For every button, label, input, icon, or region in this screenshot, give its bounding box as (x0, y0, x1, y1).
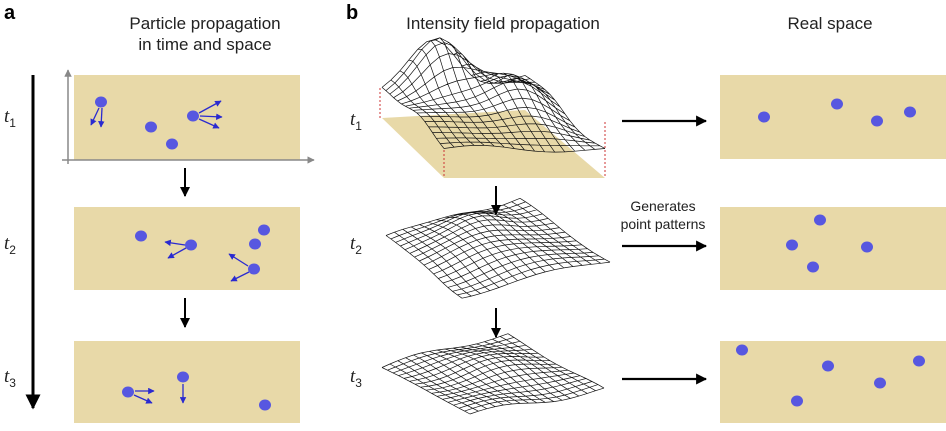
time-symbol: t (4, 366, 10, 387)
particle (135, 230, 147, 242)
point (831, 98, 843, 110)
mesh-lines (381, 333, 605, 415)
panel-a-heading-line1: Particle propagation (129, 14, 281, 33)
intensity-base-plane (382, 110, 605, 178)
generates-label-line1: Generates (630, 198, 696, 214)
time-symbol: t (350, 109, 356, 130)
particle (259, 399, 271, 411)
time-label-b-2: t2 (350, 233, 362, 257)
intensity-surface-t2 (385, 197, 611, 299)
intensity-surface-t1 (381, 37, 606, 153)
time-subscript: 1 (9, 115, 16, 130)
velocity-arrows-t1 (90, 100, 223, 129)
point (822, 360, 834, 372)
point (871, 115, 883, 127)
generates-label-line2: point patterns (620, 216, 706, 232)
time-symbol: t (4, 106, 10, 127)
velocity-arrow (98, 107, 105, 128)
point (861, 241, 873, 253)
panel-a-letter: a (4, 2, 16, 24)
particle (185, 239, 197, 251)
velocity-arrow (198, 100, 222, 114)
particle-box-t3 (74, 341, 300, 423)
particle (177, 371, 189, 383)
point (807, 261, 819, 273)
particles-t1 (95, 96, 199, 150)
point (913, 355, 925, 367)
intensity-heading: Intensity field propagation (406, 14, 600, 33)
point (736, 344, 748, 356)
particle (187, 110, 199, 122)
point (791, 395, 803, 407)
time-label-a-2: t2 (4, 233, 16, 257)
point (786, 239, 798, 251)
particles-t3 (122, 371, 271, 411)
particle (248, 263, 260, 275)
particles-t2 (135, 224, 270, 275)
intensity-surface-t3 (381, 333, 605, 415)
time-label-b-1: t1 (350, 109, 362, 133)
time-subscript: 3 (355, 375, 362, 390)
time-label-a-3: t3 (4, 366, 16, 390)
velocity-arrow (90, 107, 100, 126)
points-t3 (736, 344, 925, 407)
real-space-heading: Real space (787, 14, 873, 33)
particle-box-t1 (74, 75, 300, 160)
time-label-b-3: t3 (350, 366, 362, 390)
points-t2 (786, 214, 873, 273)
point (874, 377, 886, 389)
particle (95, 96, 107, 108)
mesh-lines (381, 37, 606, 153)
point (758, 111, 770, 123)
time-subscript: 2 (9, 242, 16, 257)
particle (258, 224, 270, 236)
velocity-arrow (167, 247, 187, 259)
velocity-arrow (133, 394, 153, 404)
point (904, 106, 916, 118)
mesh-lines (385, 197, 611, 299)
panel-a-heading-line2: in time and space (138, 35, 272, 54)
velocity-arrow (199, 113, 223, 120)
time-label-a-1: t1 (4, 106, 16, 130)
time-symbol: t (4, 233, 10, 254)
panel-b-letter: b (346, 2, 359, 24)
points-t1 (758, 98, 916, 127)
velocity-arrow (164, 239, 186, 247)
velocity-arrows-t2 (164, 239, 250, 282)
real-space-box-t2 (720, 207, 946, 290)
velocity-arrow (198, 118, 220, 129)
particle (249, 238, 261, 250)
particle (166, 138, 178, 150)
time-symbol: t (350, 233, 356, 254)
time-subscript: 2 (355, 242, 362, 257)
panel-a-heading: Particle propagation in time and space (80, 13, 330, 55)
particle (145, 121, 157, 133)
time-symbol: t (350, 366, 356, 387)
velocity-arrow (228, 253, 249, 267)
time-subscript: 1 (355, 118, 362, 133)
velocity-arrows-t3 (133, 384, 187, 404)
generates-label: Generates point patterns (598, 197, 728, 233)
point (814, 214, 826, 226)
velocity-arrow (230, 271, 250, 282)
particle (122, 386, 134, 398)
time-subscript: 3 (9, 375, 16, 390)
real-space-box-t3 (720, 341, 946, 423)
